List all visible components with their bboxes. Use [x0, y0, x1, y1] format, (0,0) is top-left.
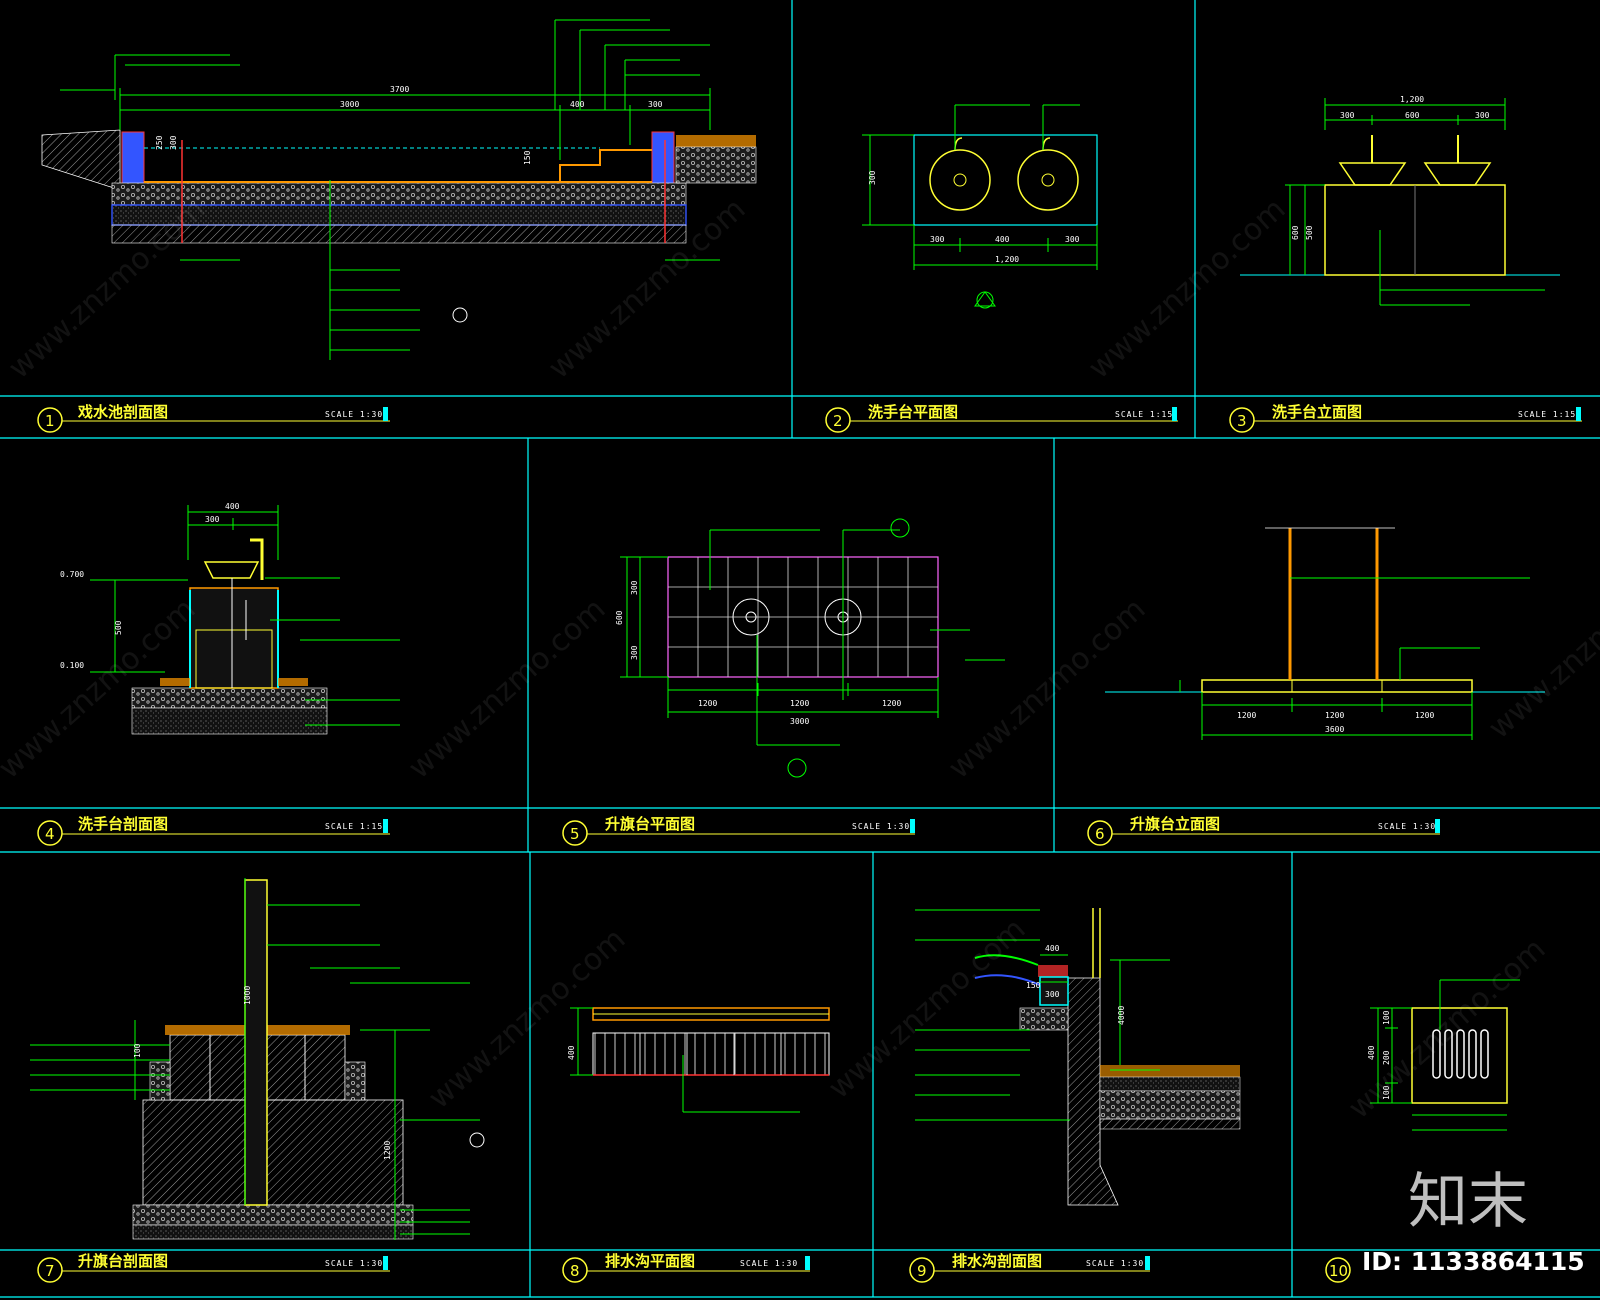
panel-7-scale: SCALE 1:30: [325, 1259, 383, 1268]
panel-4-title: 洗手台剖面图: [78, 815, 168, 833]
svg-text:1200: 1200: [1237, 711, 1256, 720]
svg-text:400: 400: [225, 502, 240, 511]
panel-8-number: 8: [570, 1262, 580, 1280]
svg-text:1200: 1200: [383, 1141, 392, 1160]
svg-text:300: 300: [648, 100, 663, 109]
panel-5-title: 升旗台平面图: [605, 815, 695, 833]
svg-text:400: 400: [1367, 1045, 1376, 1060]
panel-title-blocks: [37, 407, 1582, 1283]
svg-text:www.znzmo.com: www.znzmo.com: [402, 592, 612, 786]
svg-text:www.znzmo.com: www.znzmo.com: [1342, 932, 1552, 1126]
svg-text:300: 300: [1065, 235, 1080, 244]
panel-6-flag-platform-elevation: 1200 1200 1200 3600: [1105, 527, 1545, 740]
panel-5-number: 5: [570, 825, 580, 843]
panel-1-title: 戏水池剖面图: [77, 403, 168, 421]
svg-text:www.znzmo.com: www.znzmo.com: [1482, 552, 1600, 746]
svg-text:www.znzmo.com: www.znzmo.com: [822, 912, 1032, 1106]
panel-6-title: 升旗台立面图: [1130, 815, 1220, 833]
svg-text:3700: 3700: [390, 85, 409, 94]
svg-text:200: 200: [1382, 1050, 1391, 1065]
svg-text:300: 300: [1045, 990, 1060, 999]
svg-text:www.znzmo.com: www.znzmo.com: [1082, 192, 1292, 386]
svg-text:300: 300: [630, 580, 639, 595]
panel-3-number: 3: [1237, 412, 1247, 430]
svg-text:150: 150: [523, 150, 532, 165]
panel-10-grate-detail: 400 100 200 100: [1367, 979, 1520, 1131]
svg-text:1200: 1200: [790, 699, 809, 708]
panel-2-number: 2: [833, 412, 843, 430]
brand-logo: 知末: [1408, 1167, 1528, 1237]
panel-7-number: 7: [45, 1262, 55, 1280]
svg-text:400: 400: [570, 100, 585, 109]
asset-id-label: ID: 1133864115: [1362, 1247, 1585, 1276]
svg-text:300: 300: [630, 645, 639, 660]
svg-text:500: 500: [1305, 225, 1314, 240]
panel-7-flag-platform-section: 1000 1200 100: [30, 878, 485, 1240]
panel-8-scale: SCALE 1:30: [740, 1259, 798, 1268]
svg-text:100: 100: [1382, 1085, 1391, 1100]
panel-4-scale: SCALE 1:15: [325, 822, 383, 831]
panel-9-title: 排水沟剖面图: [952, 1252, 1042, 1270]
svg-text:400: 400: [995, 235, 1010, 244]
svg-text:600: 600: [1405, 111, 1420, 120]
svg-text:1,200: 1,200: [1400, 95, 1424, 104]
svg-text:300: 300: [868, 170, 877, 185]
svg-text:3600: 3600: [1325, 725, 1344, 734]
svg-text:100: 100: [133, 1043, 142, 1058]
panel-7-title: 升旗台剖面图: [78, 1252, 168, 1270]
svg-text:1,200: 1,200: [995, 255, 1019, 264]
svg-text:0.700: 0.700: [60, 570, 84, 579]
svg-text:1000: 1000: [243, 986, 252, 1005]
svg-text:4000: 4000: [1117, 1006, 1126, 1025]
panel-9-drain-section: 400 300 150 4000: [915, 908, 1241, 1206]
panel-9-number: 9: [917, 1262, 927, 1280]
panel-4-basin-section: 400 300 0.700 500 0.100: [60, 502, 400, 735]
svg-text:250: 250: [155, 135, 164, 150]
panel-3-title: 洗手台立面图: [1272, 403, 1362, 421]
svg-text:300: 300: [930, 235, 945, 244]
svg-text:300: 300: [1475, 111, 1490, 120]
panel-3-basin-elevation: 1,200 300 600 300 600 500: [1240, 95, 1560, 306]
svg-text:400: 400: [1045, 944, 1060, 953]
svg-text:www.znzmo.com: www.znzmo.com: [2, 192, 212, 386]
panel-9-scale: SCALE 1:30: [1086, 1259, 1144, 1268]
svg-text:300: 300: [169, 135, 178, 150]
panel-3-scale: SCALE 1:15: [1518, 410, 1576, 419]
panel-5-flag-platform-plan: 1200 1200 1200 3000 600 300 300: [615, 518, 1005, 778]
panel-5-scale: SCALE 1:30: [852, 822, 910, 831]
svg-text:3000: 3000: [340, 100, 359, 109]
svg-text:600: 600: [615, 610, 624, 625]
panel-4-number: 4: [45, 825, 55, 843]
panel-2-title: 洗手台平面图: [868, 403, 958, 421]
svg-text:www.znzmo.com: www.znzmo.com: [422, 922, 632, 1116]
svg-text:1200: 1200: [882, 699, 901, 708]
svg-text:300: 300: [205, 515, 220, 524]
svg-text:1200: 1200: [1415, 711, 1434, 720]
svg-text:1200: 1200: [698, 699, 717, 708]
panel-8-drain-plan: 400: [567, 1007, 830, 1113]
panel-8-title: 排水沟平面图: [605, 1252, 695, 1270]
panel-1-pool-section: 3700 3000 400 300 250 150 300: [41, 19, 757, 360]
panel-10-number: 10: [1329, 1262, 1348, 1280]
svg-text:100: 100: [1382, 1010, 1391, 1025]
svg-text:1200: 1200: [1325, 711, 1344, 720]
panel-6-scale: SCALE 1:30: [1378, 822, 1436, 831]
svg-text:300: 300: [1340, 111, 1355, 120]
svg-text:www.znzmo.com: www.znzmo.com: [942, 592, 1152, 786]
svg-text:0.100: 0.100: [60, 661, 84, 670]
panel-2-scale: SCALE 1:15: [1115, 410, 1173, 419]
panel-1-scale: SCALE 1:30: [325, 410, 383, 419]
svg-text:150: 150: [1026, 981, 1041, 990]
svg-text:400: 400: [567, 1045, 576, 1060]
panel-1-number: 1: [45, 412, 55, 430]
svg-text:3000: 3000: [790, 717, 809, 726]
panel-title-texts: 1 戏水池剖面图 SCALE 1:30 2 洗手台平面图 SCALE 1:15 …: [45, 403, 1576, 1280]
svg-text:500: 500: [114, 620, 123, 635]
svg-text:600: 600: [1291, 225, 1300, 240]
panel-6-number: 6: [1095, 825, 1105, 843]
panel-2-basin-plan: 300 300 400 300 1,200: [862, 104, 1098, 309]
